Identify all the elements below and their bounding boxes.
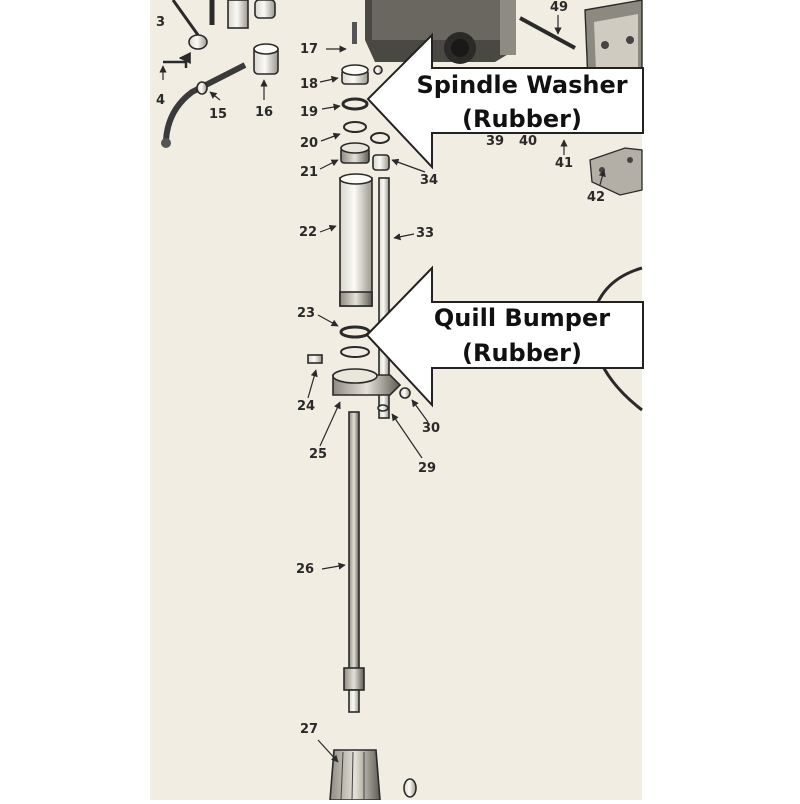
part-number: 20 — [300, 136, 318, 151]
callout-subtitle: (Rubber) — [462, 105, 582, 133]
part-number: 18 — [300, 77, 318, 92]
parts-top-left — [159, 0, 279, 148]
part-number-labels: 3 4 15 16 17 18 19 20 21 22 23 24 25 26 … — [156, 0, 605, 737]
head-housing — [365, 0, 516, 64]
callout-title: Quill Bumper — [434, 304, 610, 332]
part-number: 27 — [300, 722, 318, 737]
callout-quill-bumper: Quill Bumper (Rubber) — [365, 265, 644, 408]
part-number: 40 — [519, 134, 537, 149]
part-number: 19 — [300, 105, 318, 120]
spindle-assembly — [307, 22, 429, 801]
part-number: 22 — [299, 225, 317, 240]
part-number: 49 — [550, 0, 568, 15]
callout-title: Spindle Washer — [416, 71, 627, 99]
part-number: 25 — [309, 447, 327, 462]
part-number: 17 — [300, 42, 318, 57]
part-number: 34 — [420, 173, 438, 188]
callout-subtitle: (Rubber) — [462, 339, 582, 367]
part-number: 16 — [255, 105, 273, 120]
part-number: 30 — [422, 421, 440, 436]
part-number: 24 — [297, 399, 315, 414]
part-number: 33 — [416, 226, 434, 241]
part-number: 29 — [418, 461, 436, 476]
part-number: 15 — [209, 107, 227, 122]
part-number: 39 — [486, 134, 504, 149]
part-number: 26 — [296, 562, 314, 577]
part-number: 23 — [297, 306, 315, 321]
part-number: 4 — [156, 93, 165, 108]
part-number: 42 — [587, 190, 605, 205]
part-number: 21 — [300, 165, 318, 180]
part-number: 41 — [555, 156, 573, 171]
callout-spindle-washer: Spindle Washer (Rubber) — [366, 32, 644, 170]
part-number: 3 — [156, 15, 165, 30]
